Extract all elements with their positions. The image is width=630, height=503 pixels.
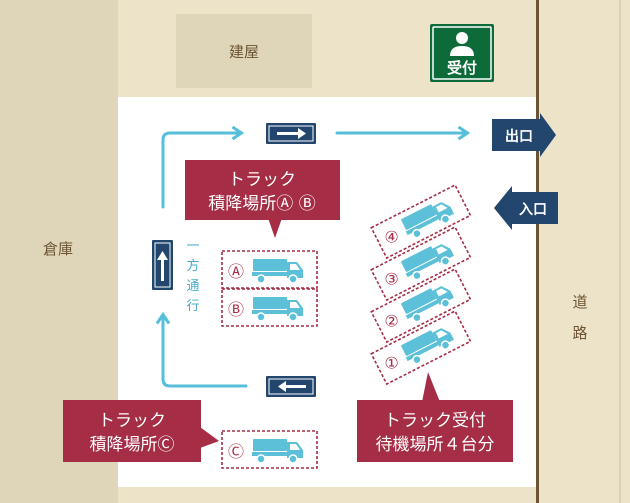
loading-slot-c: Ⓒ — [221, 430, 318, 469]
reception-label: 受付 — [447, 59, 477, 77]
slot-label-4: ④ — [384, 228, 398, 247]
road-label-char-2: 路 — [572, 324, 587, 342]
warehouse-label: 倉庫 — [43, 240, 73, 258]
slot-label-2: ② — [384, 312, 398, 331]
slot-label-a: Ⓐ — [228, 262, 244, 281]
callout-loading-c-line-1: トラック — [98, 411, 166, 431]
direction-sign-up — [152, 240, 173, 290]
slot-label-c: Ⓒ — [228, 442, 244, 461]
entrance-arrow: 入口 — [494, 186, 558, 230]
callout-loading-ab-line-2: 積降場所Ⓐ Ⓑ — [208, 194, 315, 214]
callout-loading-ab-line-1: トラック — [228, 170, 296, 190]
one-way-char-4: 行 — [186, 299, 199, 314]
direction-sign-right — [266, 123, 316, 144]
one-way-char-2: 方 — [186, 258, 199, 274]
exit-arrow: 出口 — [492, 113, 556, 157]
road-edge-line — [536, 0, 539, 503]
exit-label: 出口 — [505, 128, 533, 145]
loading-slot-a: Ⓐ — [221, 250, 318, 289]
road-area — [539, 0, 630, 503]
slot-label-b: Ⓑ — [228, 300, 244, 319]
callout-waiting-line-1: トラック受付 — [384, 411, 486, 431]
entrance-label: 入口 — [519, 202, 547, 218]
callout-loading-ab: トラック 積降場所Ⓐ Ⓑ — [185, 160, 340, 238]
traffic-flow-path — [155, 125, 471, 388]
road-far-line — [619, 0, 621, 503]
building-label: 建屋 — [229, 43, 259, 61]
building-area — [176, 14, 312, 88]
direction-sign-left — [266, 376, 316, 397]
slot-label-1: ① — [384, 354, 398, 373]
loading-slot-b: Ⓑ — [221, 288, 318, 327]
callout-loading-c: トラック 積降場所Ⓒ — [63, 400, 219, 462]
callout-waiting: トラック受付 待機場所４台分 — [357, 372, 513, 462]
one-way-char-3: 通 — [186, 279, 199, 294]
person-icon — [450, 32, 474, 56]
slot-label-3: ③ — [384, 270, 398, 289]
one-way-char-1: 一 — [186, 239, 199, 254]
reception-sign: 受付 — [430, 24, 494, 82]
one-way-label: 一 方 通 行 — [186, 239, 199, 314]
callout-waiting-line-2: 待機場所４台分 — [376, 435, 495, 455]
road-label-char-1: 道 — [572, 293, 587, 311]
callout-loading-c-line-2: 積降場所Ⓒ — [90, 435, 175, 455]
